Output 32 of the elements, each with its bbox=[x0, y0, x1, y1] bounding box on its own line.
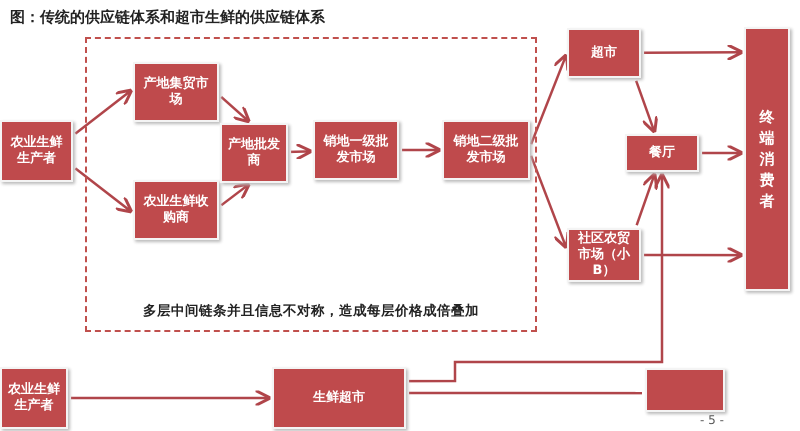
arrow bbox=[220, 96, 251, 124]
arrow bbox=[290, 142, 313, 161]
arrow bbox=[644, 43, 744, 62]
arrow bbox=[402, 141, 442, 159]
arrow bbox=[636, 172, 658, 226]
process-box: 农业生鲜收购商 bbox=[133, 180, 219, 240]
process-box: 农业生鲜生产者 bbox=[0, 120, 73, 182]
process-box: 终端消费者 bbox=[744, 27, 790, 291]
arrow bbox=[702, 144, 744, 162]
process-box: 社区农贸市场（小B） bbox=[567, 228, 641, 282]
process-box: 产地批发商 bbox=[220, 123, 288, 183]
title: 图：传统的供应链体系和超市生鲜的供应链体系 bbox=[10, 8, 325, 27]
arrow bbox=[634, 80, 658, 134]
process-box: 餐厅 bbox=[625, 134, 699, 172]
page-number: - 5 - bbox=[700, 413, 724, 427]
arrow bbox=[409, 172, 671, 382]
empty-box bbox=[645, 368, 725, 412]
process-box: 超市 bbox=[567, 28, 641, 78]
process-box: 产地集贸市场 bbox=[133, 62, 219, 122]
dashed-frame bbox=[85, 37, 537, 332]
connector-line bbox=[409, 392, 642, 394]
arrow bbox=[71, 389, 272, 407]
note-text: 多层中间链条并且信息不对称，造成每层价格成倍叠加 bbox=[142, 302, 480, 320]
arrow bbox=[644, 246, 744, 264]
process-box: 销地二级批发市场 bbox=[442, 120, 530, 180]
process-box: 生鲜超市 bbox=[272, 367, 406, 429]
arrow bbox=[530, 52, 570, 145]
arrow bbox=[74, 88, 134, 135]
arrow bbox=[220, 182, 251, 206]
arrow bbox=[74, 167, 134, 214]
process-box: 农业生鲜生产者 bbox=[0, 367, 68, 429]
process-box: 销地一级批发市场 bbox=[313, 120, 399, 180]
